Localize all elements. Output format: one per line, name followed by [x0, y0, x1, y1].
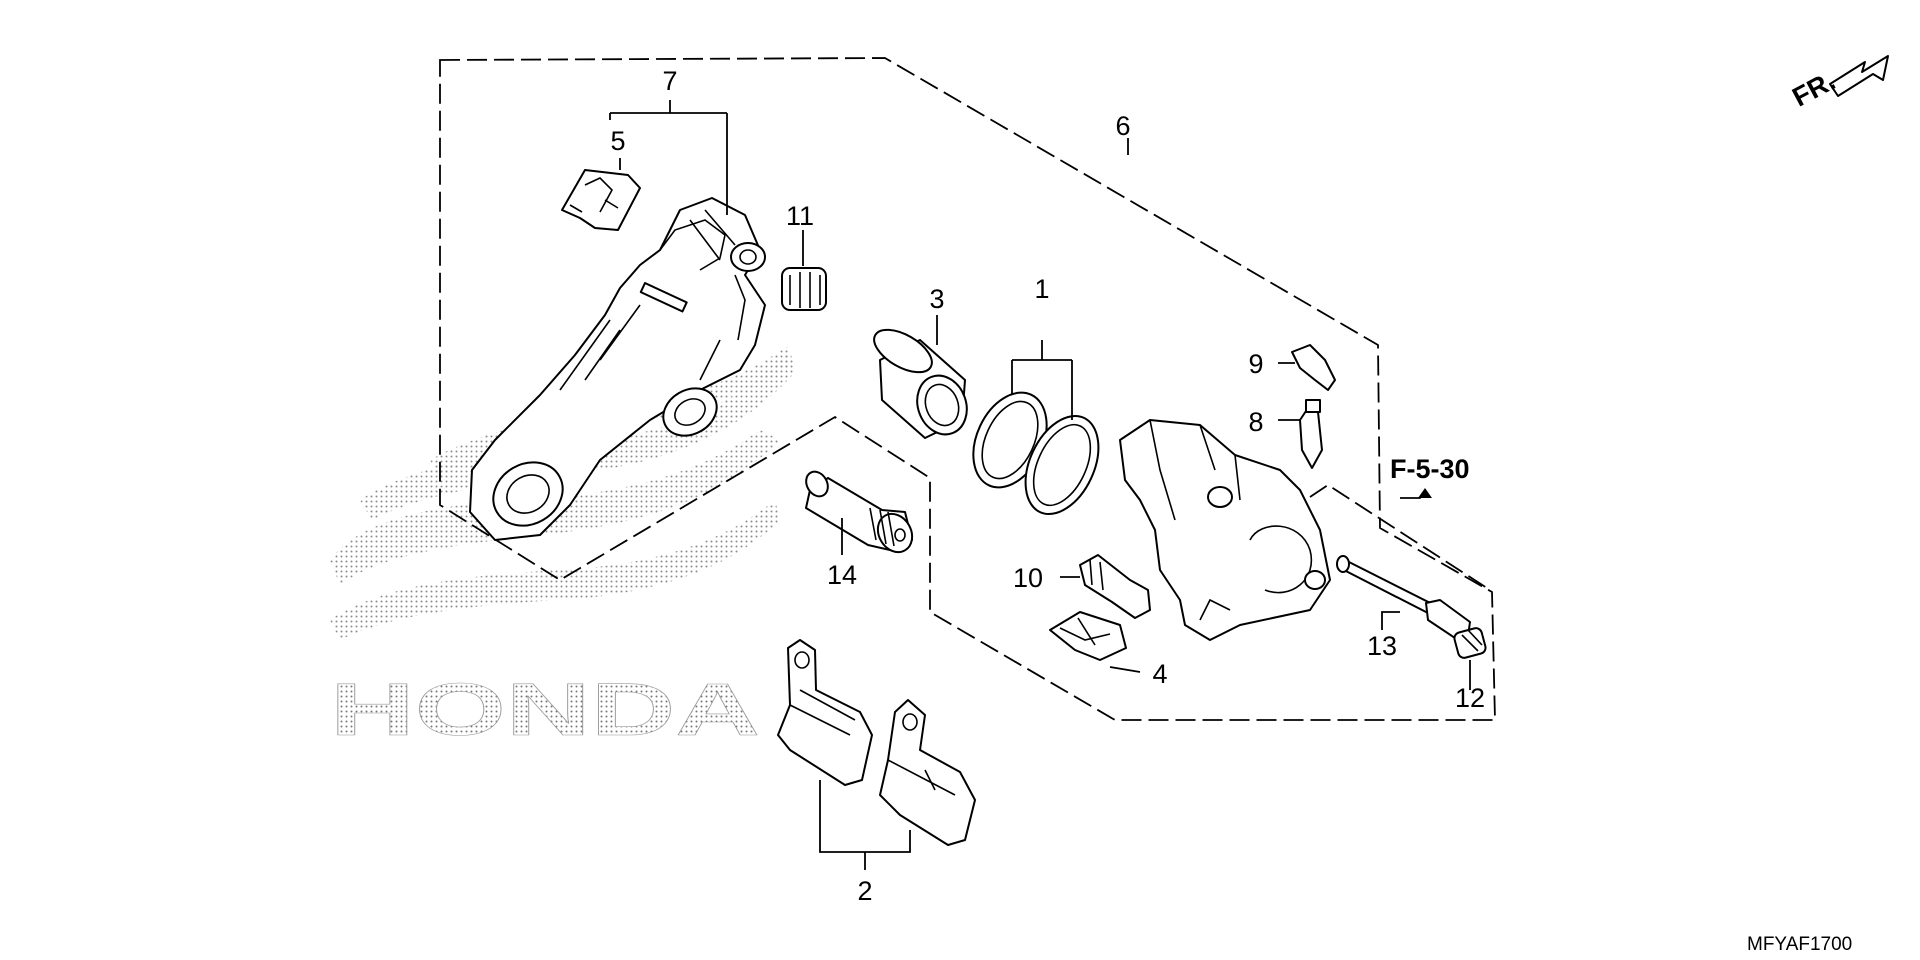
callout-6: 6: [1115, 111, 1130, 141]
reference-label: F-5-30: [1390, 454, 1470, 484]
caliper-assembly-boundary: [439, 57, 1496, 721]
callout-10: 10: [1013, 563, 1043, 593]
pin-boot-part: [1079, 554, 1151, 619]
pad-retainer-part: [1049, 611, 1127, 661]
honda-watermark-text: HONDA: [330, 668, 760, 751]
caliper-body-part: [1119, 419, 1331, 641]
piston-seals-part: [972, 391, 1100, 516]
callout-9: 9: [1248, 349, 1263, 379]
diagram-code: MFYAF1700: [1747, 934, 1852, 955]
front-arrow-icon: [1829, 55, 1889, 97]
bleeder-cap-part: [1291, 344, 1336, 391]
piston-part: [873, 328, 968, 439]
callout-14: 14: [827, 560, 857, 590]
caliper-bracket-part: [469, 197, 766, 541]
slide-pin-part: [805, 470, 914, 554]
callout-8: 8: [1248, 407, 1263, 437]
callout-3: 3: [929, 284, 944, 314]
brake-pads-part: [777, 639, 976, 846]
callout-2: 2: [857, 876, 872, 906]
callout-13: 13: [1367, 631, 1397, 661]
callout-12: 12: [1455, 683, 1485, 713]
callout-5: 5: [610, 126, 625, 156]
bracket-subassembly-boundary: [1309, 483, 1491, 591]
plug-part: [1453, 627, 1487, 659]
callout-labels: 7 5 11 3 1 6 9 8 10 4 14 13 12 2: [610, 66, 1485, 906]
front-direction-label: FR.: [1788, 66, 1840, 113]
nut-part: [781, 267, 827, 311]
callout-1: 1: [1034, 274, 1049, 304]
callout-11: 11: [786, 201, 814, 231]
pad-spring-part: [561, 169, 641, 231]
callout-7: 7: [662, 66, 677, 96]
leader-lines: [609, 100, 1471, 870]
callout-4: 4: [1152, 659, 1167, 689]
front-direction-indicator: FR.: [1788, 55, 1889, 113]
bleeder-valve-part: [1299, 399, 1323, 469]
